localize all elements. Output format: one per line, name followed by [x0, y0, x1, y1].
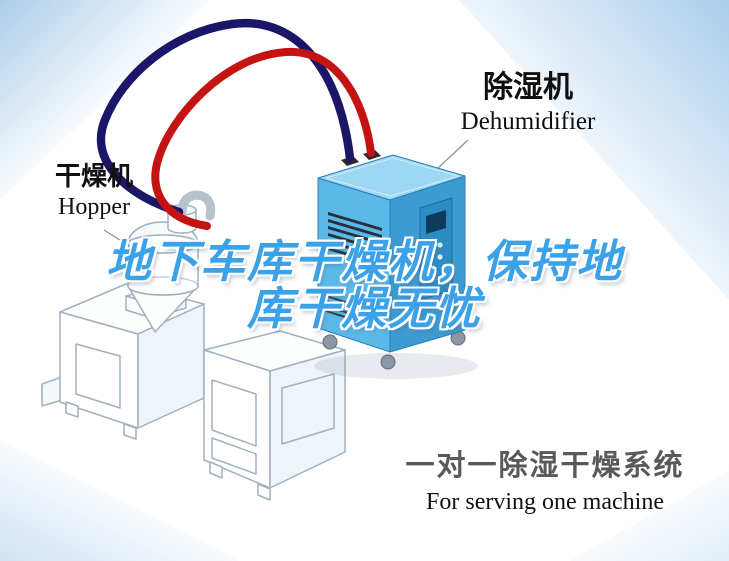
- vent-slat: [328, 219, 382, 238]
- caption-en: For serving one machine: [426, 488, 664, 515]
- hopper-unit: [127, 190, 216, 333]
- body-panel: [211, 379, 257, 447]
- dehumidifier-top-inset: [325, 157, 459, 197]
- supply-hose-red: [151, 47, 375, 230]
- hopper-elbow-pipe: [177, 190, 216, 221]
- vent-slat: [326, 310, 358, 322]
- hopper-label-cn: 干燥机: [54, 162, 133, 192]
- caption-cn: 一对一除湿干燥系统: [405, 448, 685, 482]
- panel-button: [437, 254, 443, 260]
- vent-slat: [328, 240, 382, 259]
- lower-vent-grille: [326, 295, 358, 322]
- vent-slat: [328, 212, 382, 231]
- dehumidifier-unit: [314, 150, 478, 379]
- cabinet-door: [75, 343, 121, 409]
- vent-slat: [328, 254, 382, 273]
- body-panel: [211, 437, 257, 475]
- headline-line1: 地下车库干燥机，保持地: [105, 235, 623, 288]
- dehumidifier-shadow: [314, 353, 478, 379]
- dehumidifier-label-cn: 除湿机: [483, 70, 573, 105]
- control-panel: [419, 197, 453, 301]
- headline: 地下车库干燥机，保持地 库干燥无忧: [0, 238, 729, 333]
- panel-button: [427, 245, 433, 251]
- machine-foot: [65, 401, 79, 418]
- vent-slat: [328, 226, 382, 245]
- machine-foot: [257, 483, 271, 501]
- pointer-line-dehumidifier: [437, 139, 469, 169]
- front-vent-grille: [328, 212, 382, 273]
- hopper-callout: 干燥机 Hopper: [44, 162, 144, 221]
- hopper-rim: [127, 276, 199, 296]
- vent-slat: [326, 300, 358, 312]
- pointer-line-hopper: [103, 229, 143, 255]
- dehumidifier-label-en: Dehumidifier: [460, 107, 596, 135]
- headline-line2: 库干燥无忧: [246, 282, 482, 336]
- hopper-label-en: Hopper: [58, 194, 130, 221]
- dehumidifier-callout: 除湿机 Dehumidifier: [452, 72, 604, 136]
- caster-wheel: [322, 334, 338, 350]
- machine-foot: [123, 423, 137, 440]
- sticker-label: [364, 300, 378, 315]
- body-panel: [281, 373, 335, 445]
- hopper-lid-rim: [127, 234, 199, 254]
- caption: 一对一除湿干燥系统 For serving one machine: [398, 448, 692, 516]
- body-side: [269, 349, 346, 489]
- vent-slat: [328, 247, 382, 266]
- dehumidifier-wheels: [322, 330, 466, 370]
- panel-button: [437, 242, 443, 248]
- die-block: [41, 376, 63, 407]
- dehumidifier-top: [317, 154, 466, 201]
- vent-slat: [326, 295, 358, 307]
- caster-wheel: [380, 354, 396, 370]
- machine-foot: [209, 461, 223, 479]
- vent-slat: [328, 233, 382, 252]
- vent-slat: [326, 305, 358, 317]
- extruder-machine: [41, 283, 346, 501]
- display-screen: [426, 210, 446, 234]
- panel-button: [427, 257, 433, 263]
